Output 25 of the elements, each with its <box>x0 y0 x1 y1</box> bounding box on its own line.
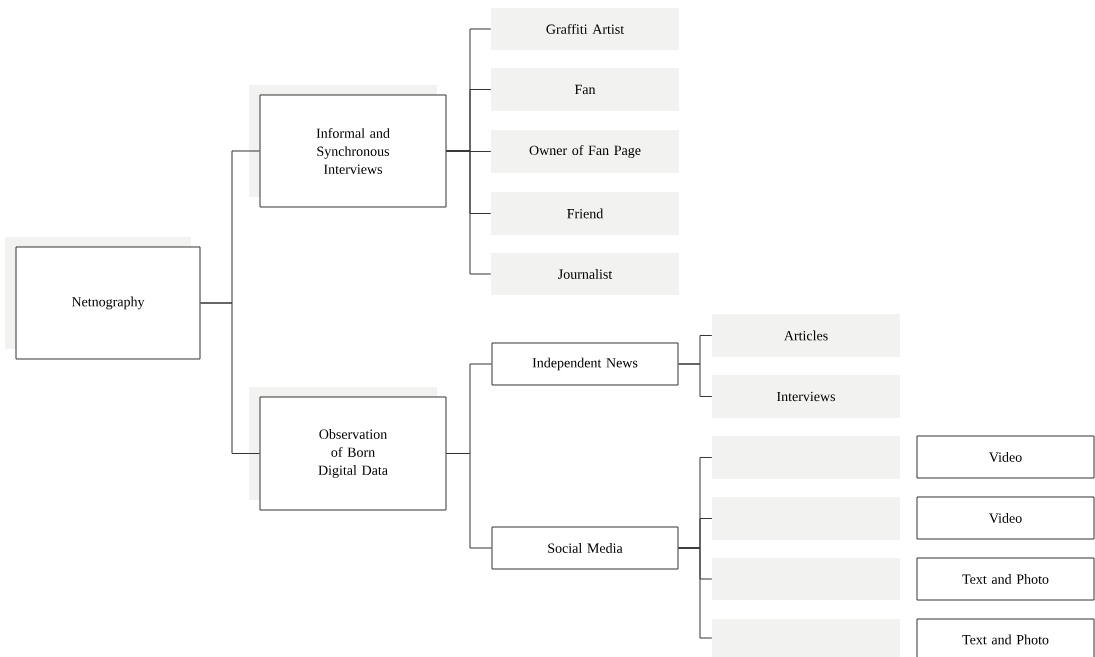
bracket-connector <box>446 150 492 275</box>
category-box: Text and Photo <box>916 618 1095 657</box>
item-box <box>712 497 900 540</box>
item-box: Fan <box>491 68 679 111</box>
shadowed-box: Netnography <box>5 237 201 360</box>
shadowed-box: Informal and Synchronous Interviews <box>249 85 447 208</box>
item-box: Friend <box>491 192 679 235</box>
category-box: Text and Photo <box>916 557 1095 601</box>
category-box: Independent News <box>491 342 679 386</box>
item-box: Interviews <box>712 375 900 418</box>
item-box: Owner of Fan Page <box>491 130 679 173</box>
item-box <box>712 558 900 600</box>
item-box: Articles <box>712 314 900 357</box>
item-box: Journalist <box>491 253 679 295</box>
shadowed-box: Observation of Born Digital Data <box>249 387 447 511</box>
category-box: Video <box>916 496 1095 540</box>
item-box: Graffiti Artist <box>491 8 679 50</box>
category-box: Social Media <box>491 526 679 570</box>
category-box: Video <box>916 435 1095 479</box>
item-box <box>712 436 900 479</box>
bracket-connector <box>678 547 713 639</box>
bracket-connector <box>678 363 713 397</box>
bracket-connector <box>446 453 492 549</box>
bracket-connector <box>200 302 260 454</box>
item-box <box>712 619 900 657</box>
